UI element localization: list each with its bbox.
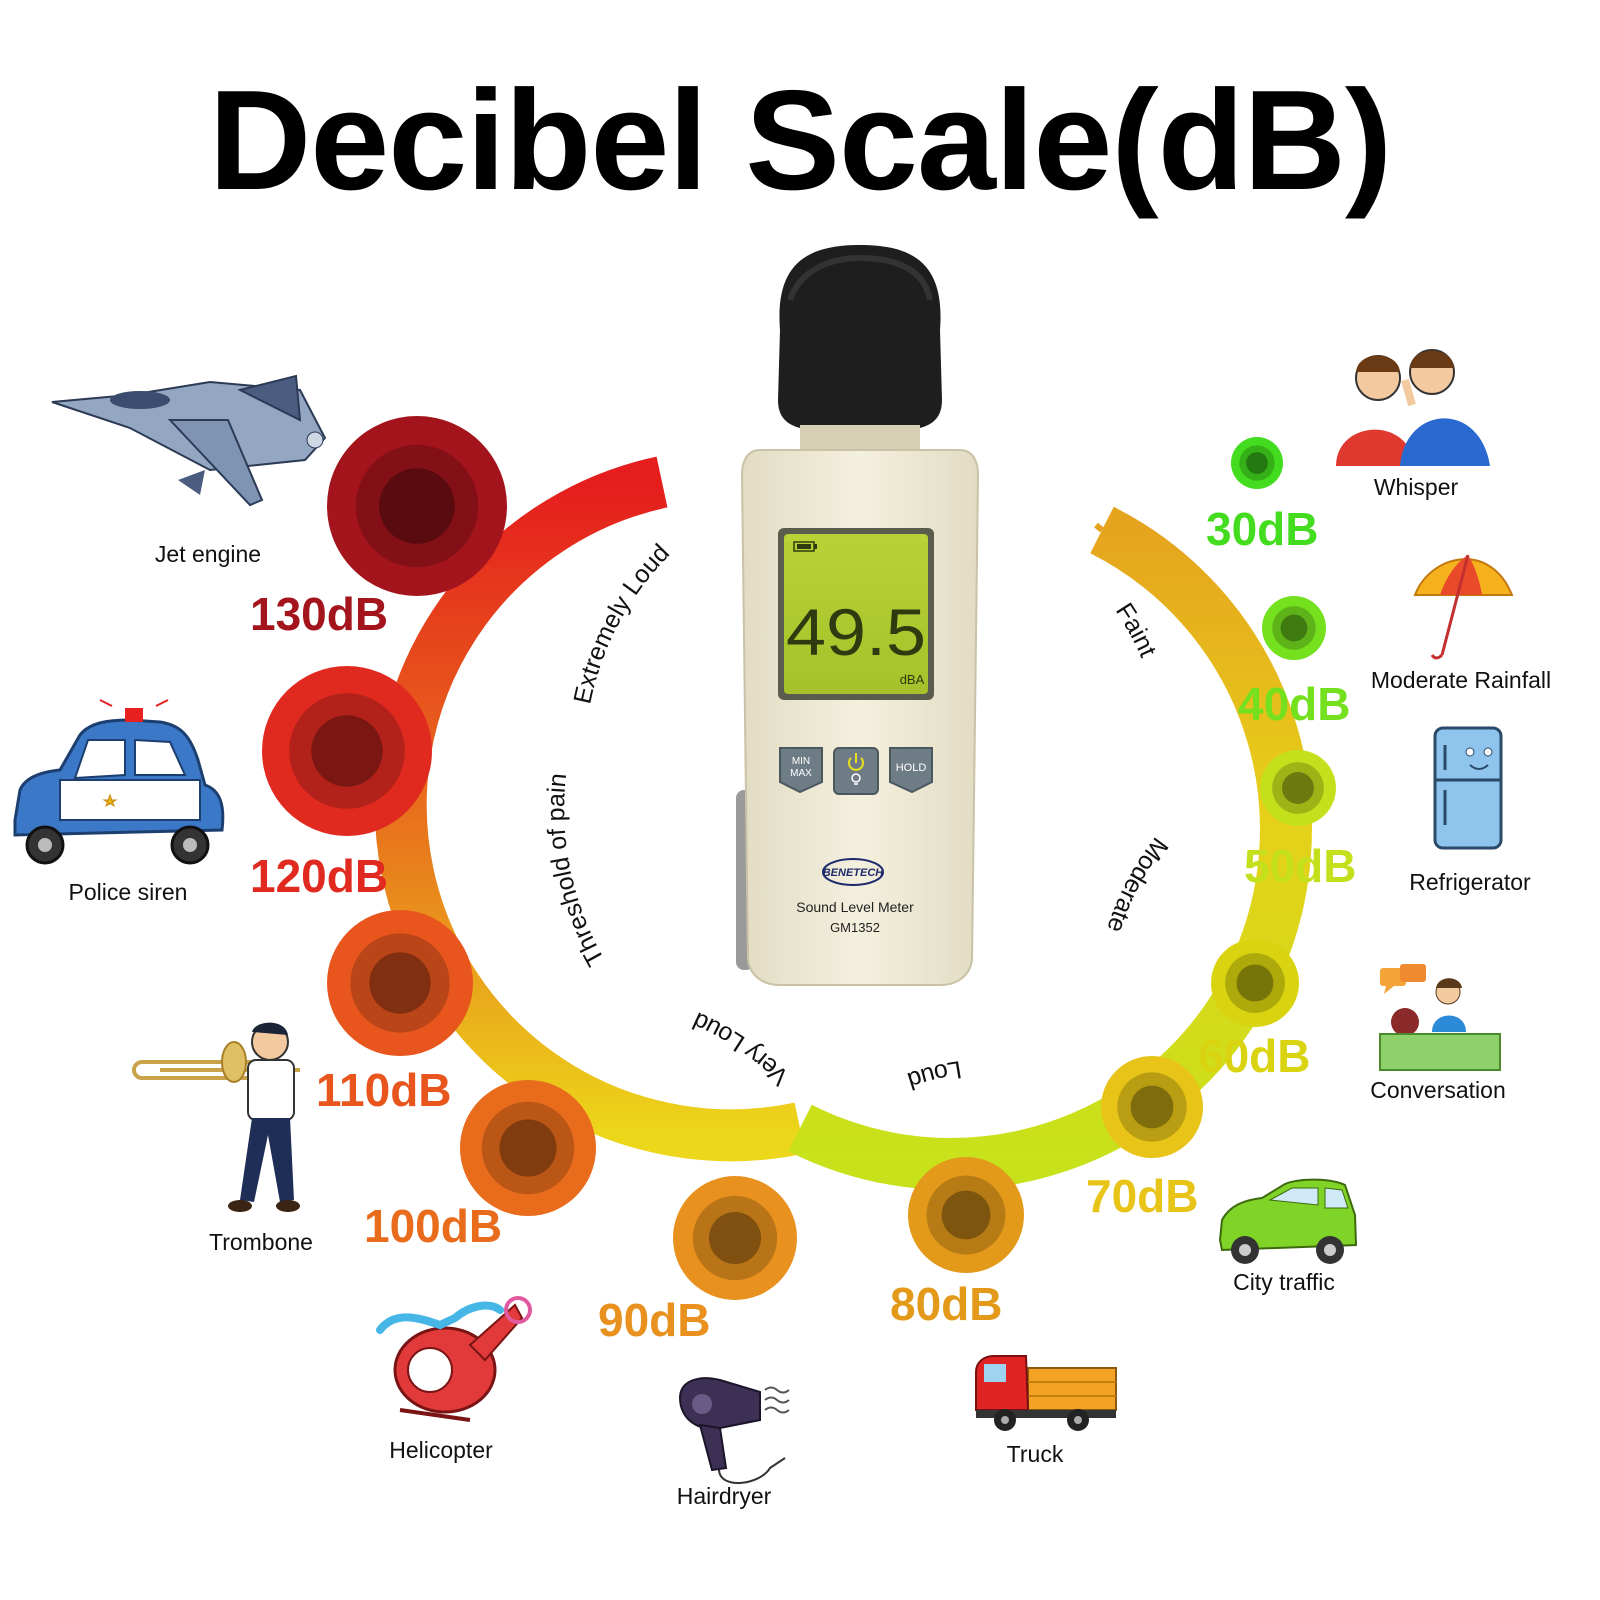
conversation-icon [1379,964,1501,1071]
db-value-70: 70dB [1086,1170,1198,1222]
level-circle-ring [499,1119,557,1177]
level-circle-ring [1236,964,1274,1002]
level-circle-50 [1260,750,1336,826]
level-circle-ring [1282,772,1314,804]
source-label-moderate-rainfall: Moderate Rainfall [1371,667,1551,693]
source-label-trombone: Trombone [209,1229,313,1255]
level-circle-ring [708,1211,762,1265]
meter-reading: 49.5 [786,595,926,669]
source-label-police-siren: Police siren [69,879,188,905]
source-label-conversation: Conversation [1370,1077,1506,1103]
level-circle-ring [1130,1085,1174,1129]
truck-icon [975,1355,1117,1431]
level-circle-130 [327,416,507,596]
db-value-90: 90dB [598,1294,710,1346]
level-circle-110 [327,910,473,1056]
level-circle-80 [908,1157,1024,1273]
level-circle-ring [1246,452,1268,474]
level-circle-ring [379,468,455,544]
sound-level-meter: 49.5 dBA MIN MAX HOLD BENETECH [736,245,980,986]
db-value-110: 110dB [316,1064,452,1116]
db-value-120: 120dB [250,850,388,902]
level-circle-90 [673,1176,797,1300]
min-label: MIN [792,756,810,767]
db-value-130: 130dB [250,588,388,640]
product-model: GM1352 [830,920,880,935]
level-circle-120 [262,666,432,836]
level-circle-ring [369,952,431,1014]
police-car-icon [13,699,225,865]
battery-icon [793,541,817,552]
level-circles [262,416,1336,1300]
meter-unit: dBA [900,672,925,687]
whisper-icon [1336,349,1490,466]
arc-label-very-loud: Very Loud [688,1006,794,1090]
source-label-hairdryer: Hairdryer [677,1483,772,1509]
car-icon [1218,1178,1358,1264]
umbrella-icon [1413,554,1514,660]
level-circle-ring [311,715,383,787]
db-value-80: 80dB [890,1278,1002,1330]
brand-logo: BENETECH [822,858,885,886]
source-label-jet-engine: Jet engine [155,541,261,567]
db-value-50: 50dB [1244,840,1356,892]
page-title: Decibel Scale(dB) [208,61,1393,220]
svg-text:BENETECH: BENETECH [823,867,885,879]
db-values: 130dB 120dB 110dB 100dB 90dB 80dB 70dB 6… [250,503,1356,1346]
refrigerator-icon [1433,726,1503,850]
hairdryer-icon [678,1377,790,1484]
db-value-60: 60dB [1198,1030,1310,1082]
source-label-refrigerator: Refrigerator [1409,869,1531,895]
product-name: Sound Level Meter [796,899,914,915]
power-light-button[interactable] [833,747,879,795]
source-label-whisper: Whisper [1374,474,1459,500]
level-circle-ring [941,1190,991,1240]
jet-icon [51,374,327,507]
source-label-city-traffic: City traffic [1233,1269,1335,1295]
min-max-button[interactable]: MIN MAX [779,747,823,794]
power-icon [848,753,864,771]
source-label-helicopter: Helicopter [389,1437,493,1463]
level-circle-70 [1101,1056,1203,1158]
source-labels: Jet engine Police siren Trombone Helicop… [69,474,1552,1509]
level-circle-30 [1231,437,1283,489]
level-circle-40 [1262,596,1326,660]
arc-label-moderate: Moderate [1101,832,1173,936]
db-value-100: 100dB [364,1200,502,1252]
trombone-player-icon [132,1022,300,1212]
arc-label-extremely-loud: Extremely Loud [568,539,675,707]
arc-label-faint: Faint [1110,598,1162,661]
hold-label: HOLD [896,762,927,774]
helicopter-icon [376,1296,532,1422]
microphone-foam-icon [778,245,942,430]
db-value-30: 30dB [1206,503,1318,555]
max-label: MAX [790,768,812,779]
level-circle-ring [1280,614,1308,642]
hold-button[interactable]: HOLD [889,747,933,794]
level-circle-60 [1211,939,1299,1027]
arc-label-threshold-of-pain: Threshold of pain [542,772,610,971]
db-value-40: 40dB [1238,678,1350,730]
source-label-truck: Truck [1007,1441,1064,1467]
arc-label-loud: Loud [904,1055,963,1095]
level-circle-100 [460,1080,596,1216]
light-bulb-icon [851,773,861,785]
